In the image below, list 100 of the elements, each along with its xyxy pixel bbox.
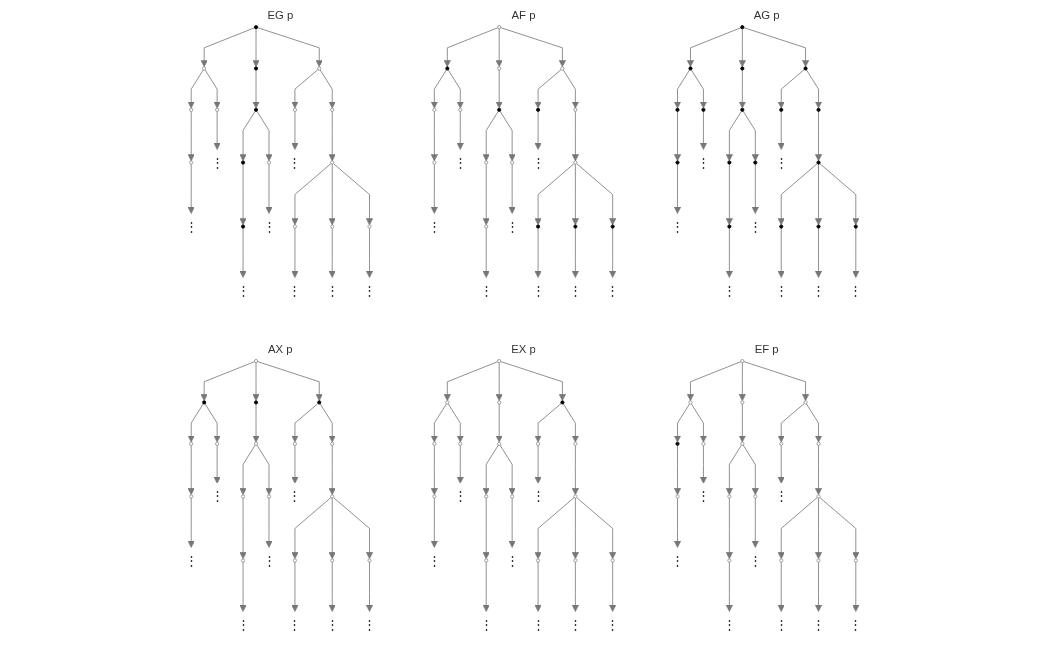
node-circle [740, 25, 745, 30]
node-circle [816, 224, 821, 229]
node-circle [560, 66, 565, 71]
node-text: ⋮ [236, 617, 250, 631]
node-text: ⋮ [288, 283, 302, 298]
node-circle [241, 160, 246, 165]
node-circle [779, 441, 784, 446]
node-text: ⋮ [427, 553, 441, 567]
node-circle [445, 400, 450, 405]
node-circle [510, 160, 515, 165]
node-circle [497, 359, 502, 364]
node-circle [497, 400, 502, 405]
node-circle [740, 359, 745, 364]
node-circle [497, 107, 502, 112]
node-circle [853, 224, 858, 229]
node-circle [536, 441, 541, 446]
node-text: ⋮ [774, 489, 788, 503]
node-text: ⋮ [505, 219, 519, 234]
node-text: ⋮ [606, 617, 620, 631]
node-circle [266, 160, 272, 165]
node-text: ⋮ [479, 617, 493, 631]
node-circle [445, 66, 450, 71]
node-circle [330, 107, 335, 112]
node-circle [753, 494, 758, 499]
node-text: ⋮ [210, 489, 224, 503]
node-text: ⋮ [505, 553, 519, 567]
node-circle [189, 107, 194, 112]
node-text: ⋮ [531, 155, 545, 169]
node-text: ⋮ [568, 617, 582, 631]
node-circle [536, 558, 541, 563]
node-text: ⋮ [288, 617, 302, 631]
node-circle [254, 107, 259, 112]
node-circle [816, 494, 821, 499]
node-circle [292, 224, 297, 229]
node-circle [215, 107, 220, 112]
node-circle [292, 558, 297, 563]
node-circle [753, 160, 758, 165]
node-text: ⋮ [531, 617, 545, 631]
node-circle [688, 66, 693, 71]
node-circle [330, 558, 335, 563]
node-circle [573, 224, 578, 229]
node-text: ⋮ [363, 283, 376, 298]
node-circle [573, 558, 578, 563]
node-circle [432, 107, 437, 112]
node-circle [497, 66, 502, 71]
node-text: ⋮ [748, 219, 762, 234]
node-circle [675, 160, 680, 165]
node-label: EF p [754, 342, 779, 355]
node-circle [727, 224, 732, 229]
node-circle [254, 441, 259, 446]
node-text: ⋮ [531, 489, 545, 503]
node-text: ⋮ [288, 155, 302, 169]
node-circle [484, 224, 489, 229]
node-text: ⋮ [671, 553, 684, 567]
node-circle [458, 107, 463, 112]
node-label: EX p [511, 342, 536, 355]
node-label: AX p [268, 342, 293, 355]
node-circle [573, 494, 578, 499]
node-circle [816, 160, 821, 165]
node-circle [189, 441, 194, 446]
node-circle [330, 494, 335, 499]
node-circle [484, 160, 489, 165]
node-circle [497, 441, 502, 446]
node-circle [330, 441, 335, 446]
node-circle [497, 25, 502, 30]
node-text: ⋮ [531, 283, 545, 298]
node-circle [202, 400, 207, 405]
node-text: ⋮ [774, 155, 788, 169]
node-circle [241, 494, 246, 499]
node-text: ⋮ [325, 283, 339, 298]
node-circle [432, 494, 437, 499]
node-text: ⋮ [262, 219, 276, 234]
node-text: ⋮ [363, 617, 376, 631]
node-circle [458, 441, 463, 446]
node-circle [701, 107, 706, 112]
node-circle [727, 160, 732, 165]
node-text: ⋮ [696, 155, 710, 169]
node-circle [688, 400, 693, 405]
node-circle [573, 107, 578, 112]
node-circle [727, 494, 732, 499]
node-text: ⋮ [453, 155, 467, 169]
node-text: ⋮ [849, 617, 863, 631]
node-circle [675, 441, 680, 446]
node-circle [560, 400, 565, 405]
node-text: ⋮ [606, 283, 620, 298]
node-circle [853, 558, 858, 563]
node-circle [432, 441, 437, 446]
node-text: ⋮ [288, 489, 302, 503]
node-text: ⋮ [696, 489, 710, 503]
node-text: ⋮ [325, 617, 339, 631]
node-circle [675, 107, 680, 112]
node-circle [254, 400, 259, 405]
node-circle [779, 224, 784, 229]
node-circle [367, 558, 372, 563]
node-circle [189, 160, 194, 165]
node-circle [803, 400, 808, 405]
node-circle [573, 160, 578, 165]
node-text: ⋮ [812, 283, 826, 298]
node-circle [510, 494, 515, 499]
node-text: ⋮ [427, 219, 441, 234]
